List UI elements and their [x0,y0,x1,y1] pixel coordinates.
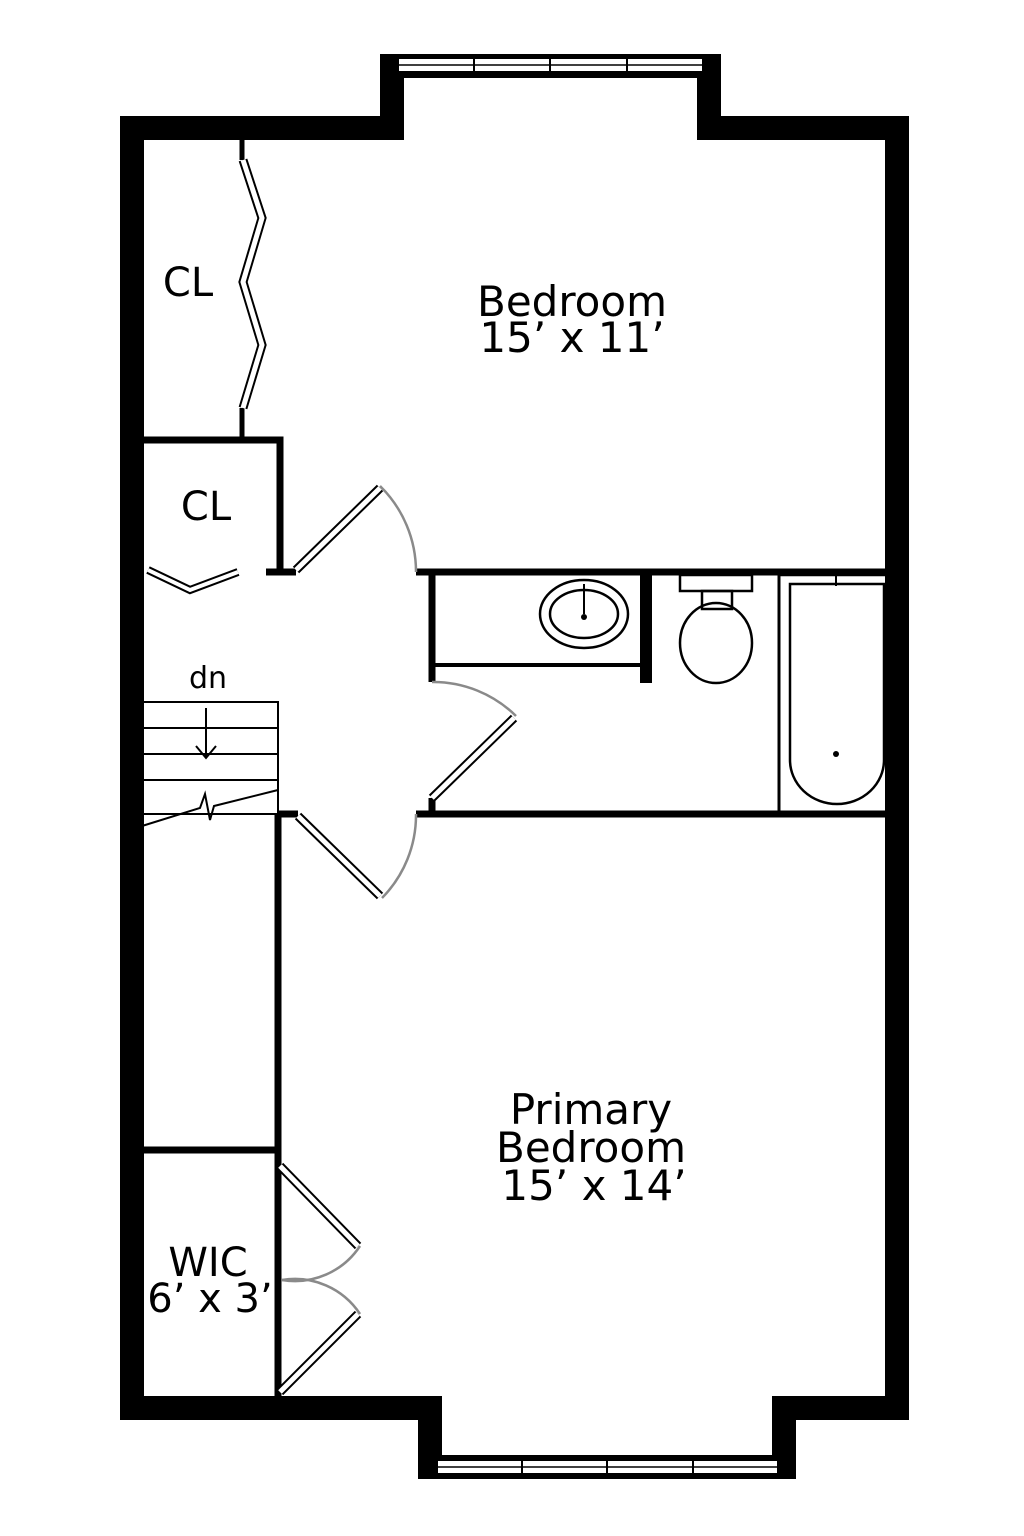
bifold-door [238,158,267,410]
bedroom-name: Bedroom [477,277,667,326]
stair-direction-arrow [195,708,217,760]
bedroom-size: 15’ x 11’ [479,313,664,362]
wic-name: WIC [168,1240,247,1286]
wic-doors [276,1162,362,1396]
top-window [397,57,704,73]
stairs-label: dn [189,661,227,696]
primary-bedroom-name-2: Bedroom [496,1123,686,1172]
wic-size: 6’ x 3’ [147,1276,272,1322]
sink [538,578,630,650]
closet-bifold-door [146,566,240,595]
bedroom-door [292,484,418,574]
room-labels: Bedroom 15’ x 11’ CL CL dn Primary Bedro… [147,260,686,1322]
primary-bedroom-size: 15’ x 14’ [501,1161,686,1210]
interior-walls [142,136,888,1400]
toilet [678,573,754,685]
closet-lower-label: CL [181,484,232,530]
closet-upper-label: CL [163,260,214,306]
bathtub [777,573,890,814]
bathroom-door [428,680,518,802]
primary-bedroom-door [294,812,418,900]
bottom-window [436,1459,779,1475]
exterior-walls [120,54,909,1479]
staircase [141,701,279,827]
primary-bedroom-name-1: Primary [510,1085,672,1134]
